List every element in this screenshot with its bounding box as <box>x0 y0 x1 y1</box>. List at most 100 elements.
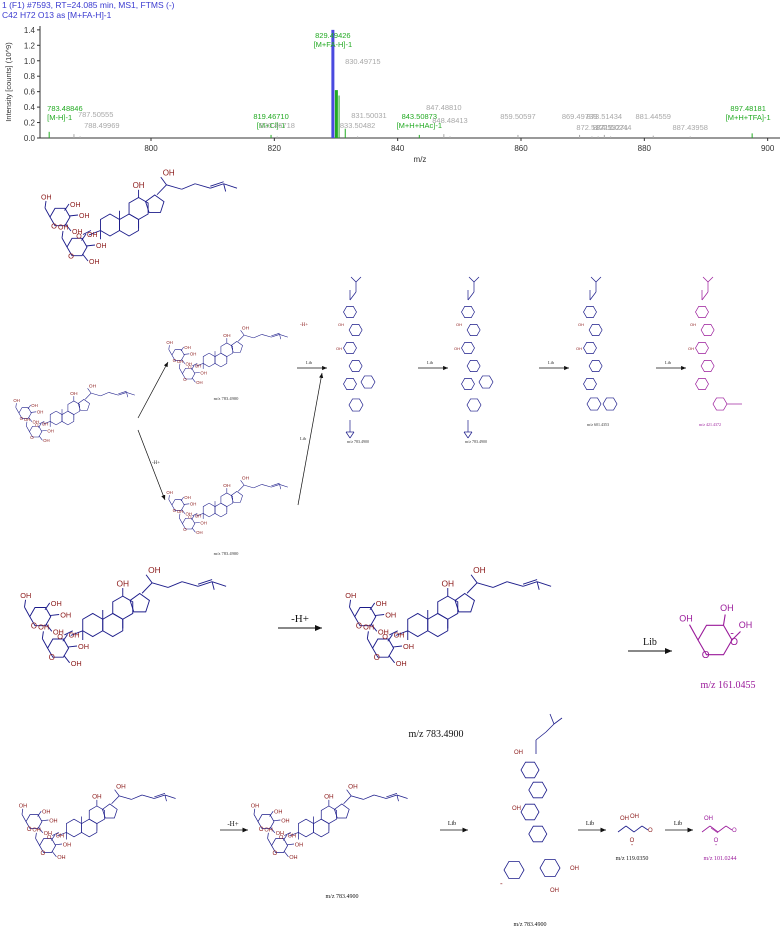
hydroxyl-label: OH <box>41 195 52 202</box>
hydroxyl-label: OH <box>69 631 80 640</box>
x-tick-label: 840 <box>391 144 405 153</box>
hydroxyl-label: OH <box>38 623 49 632</box>
side-chain <box>506 581 524 587</box>
hydroxyl-label: OH <box>512 806 521 812</box>
oxygen-label: O <box>188 514 192 519</box>
pyranose-ring <box>712 397 728 411</box>
bond <box>81 233 87 241</box>
hydroxyl-label: OH <box>63 842 71 848</box>
peak-mz-label: 819.46710 <box>253 112 288 121</box>
fragmentation-scheme-161: OHOHOOHOHOHOHOOHOHOHOHO-H+OHOHOOHOHOHOHO… <box>20 565 755 740</box>
hydroxyl-label: OH <box>441 578 454 588</box>
y-tick-label: 1.2 <box>24 41 36 50</box>
y-tick-label: 0.6 <box>24 88 36 97</box>
bond <box>545 723 555 733</box>
side-chain <box>238 334 245 342</box>
oxygen-label: O <box>714 838 719 844</box>
ring-oxygen-label: O <box>702 650 710 661</box>
hydroxyl-label: OH <box>44 831 52 837</box>
y-tick-label: 0.8 <box>24 72 36 81</box>
bond <box>240 330 245 336</box>
bond <box>191 527 196 533</box>
bond <box>38 826 44 834</box>
bond <box>467 291 475 301</box>
bond <box>392 645 403 648</box>
bond <box>370 623 378 632</box>
peak-ion-label: [M+Cl]-1 <box>257 121 286 130</box>
ring <box>588 324 603 336</box>
ring <box>528 781 548 799</box>
hydroxyl-label: OH <box>58 225 69 232</box>
bond <box>43 421 51 425</box>
bond <box>68 214 79 217</box>
bond <box>366 631 369 639</box>
spectrum-header-line1: 1 (F1) #7593, RT=24.085 min, MS1, FTMS (… <box>2 0 175 10</box>
reaction-arrow <box>297 372 324 506</box>
bond <box>54 843 63 846</box>
bond <box>41 819 49 822</box>
hydroxyl-label: OH <box>630 814 639 820</box>
mz-label: m/z 119.0350 <box>616 856 649 862</box>
hydroxyl-label: OH <box>56 834 64 840</box>
bond <box>194 372 200 374</box>
bond <box>44 200 47 209</box>
bond <box>710 827 719 834</box>
x-axis-label: m/z <box>414 155 427 164</box>
pyranose-ring <box>503 860 525 880</box>
deprotonation-label: -H+ <box>300 323 308 328</box>
side-chain <box>91 392 101 397</box>
deprotonation-label: -H+ <box>152 461 160 466</box>
bond <box>191 515 195 520</box>
side-chain <box>363 794 375 800</box>
bond <box>388 655 396 664</box>
bond <box>709 825 719 833</box>
arrow-label: Lib <box>586 821 594 827</box>
hydroxyl-label: OH <box>166 340 173 345</box>
ring-oxygen-label: O <box>183 377 187 382</box>
ring <box>466 324 481 336</box>
hydroxyl-label: OH <box>57 855 65 861</box>
ring <box>214 502 228 518</box>
ring <box>348 360 363 372</box>
side-chain <box>476 582 494 588</box>
hydroxyl-label: OH <box>378 627 389 636</box>
peak-mz-label: 871.50244 <box>596 123 631 132</box>
peak-mz-label: 833.50482 <box>340 121 375 130</box>
glycosidic-bond <box>284 832 291 836</box>
ring-oxygen-label: O <box>30 435 34 440</box>
pyranose-ring <box>478 375 494 389</box>
peak-mz-label: 783.48846 <box>47 104 82 113</box>
bond <box>689 624 699 641</box>
bond <box>26 421 28 427</box>
bond <box>366 638 374 649</box>
ring-oxygen-label: O <box>183 527 187 532</box>
ring <box>461 306 475 318</box>
hydroxyl-label: OH <box>679 613 693 623</box>
hydroxyl-label: OH <box>70 202 81 209</box>
side-chain <box>156 184 167 196</box>
bond <box>88 230 101 236</box>
side-chain <box>396 794 399 802</box>
hydroxyl-label: OH <box>570 866 579 872</box>
bond <box>65 223 72 232</box>
hydroxyl-label: OH <box>42 421 49 426</box>
hydroxyl-label: OH <box>688 346 694 351</box>
hydroxyl-label: OH <box>19 804 27 810</box>
hydroxyl-label: OH <box>89 259 100 266</box>
peak-mz-label: 831.50031 <box>351 111 386 120</box>
mz-label: m/z 783.4900 <box>326 894 359 900</box>
bond <box>463 431 469 439</box>
mz-label: m/z 783.4900 <box>214 396 239 401</box>
mz-label: m/z 161.0455 <box>701 680 756 691</box>
bond <box>725 825 733 831</box>
bond <box>168 499 173 506</box>
y-tick-label: 1.0 <box>24 57 36 66</box>
hydroxyl-label: OH <box>264 828 272 834</box>
ring <box>66 818 82 838</box>
